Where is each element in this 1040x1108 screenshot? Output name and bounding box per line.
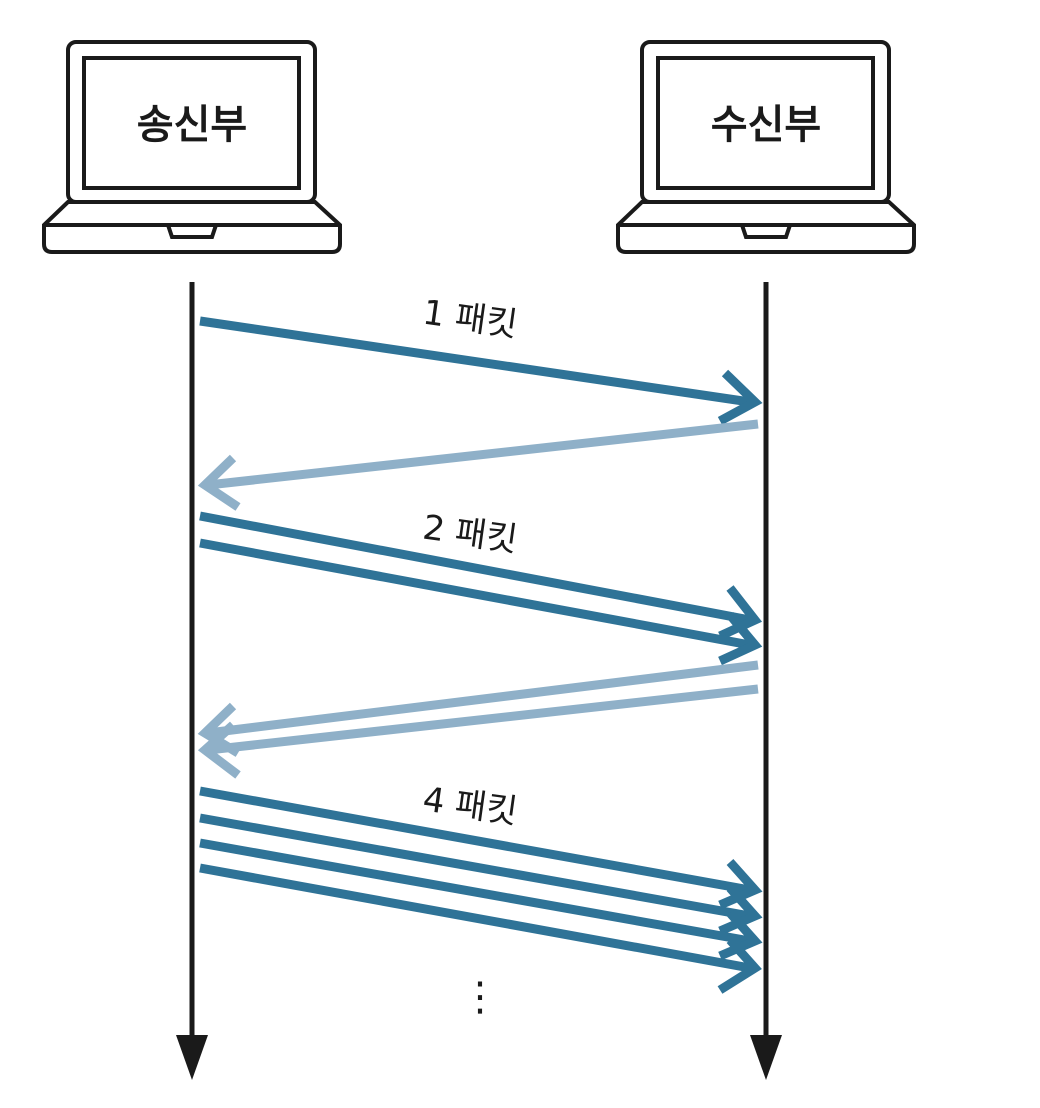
data-arrow-round1 xyxy=(199,316,763,425)
packet-label-4: 4 패킷 xyxy=(420,780,520,833)
packet-label-2: 2 패킷 xyxy=(420,508,520,561)
receiver-laptop-icon xyxy=(616,40,916,254)
ack-arrows-round2 xyxy=(197,660,759,779)
sender-label: 송신부 xyxy=(137,102,247,148)
packet-label-1: 1 패킷 xyxy=(420,293,520,346)
sender-laptop-icon xyxy=(42,40,342,254)
data-arrows-round2 xyxy=(199,511,763,666)
receiver-label: 수신부 xyxy=(711,102,821,148)
data-arrows-round3 xyxy=(199,786,763,994)
receiver-timeline xyxy=(750,282,782,1080)
ack-arrow-round1 xyxy=(197,419,759,511)
continuation-ellipsis: ⋮ xyxy=(460,974,500,1020)
sender-timeline xyxy=(176,282,208,1080)
